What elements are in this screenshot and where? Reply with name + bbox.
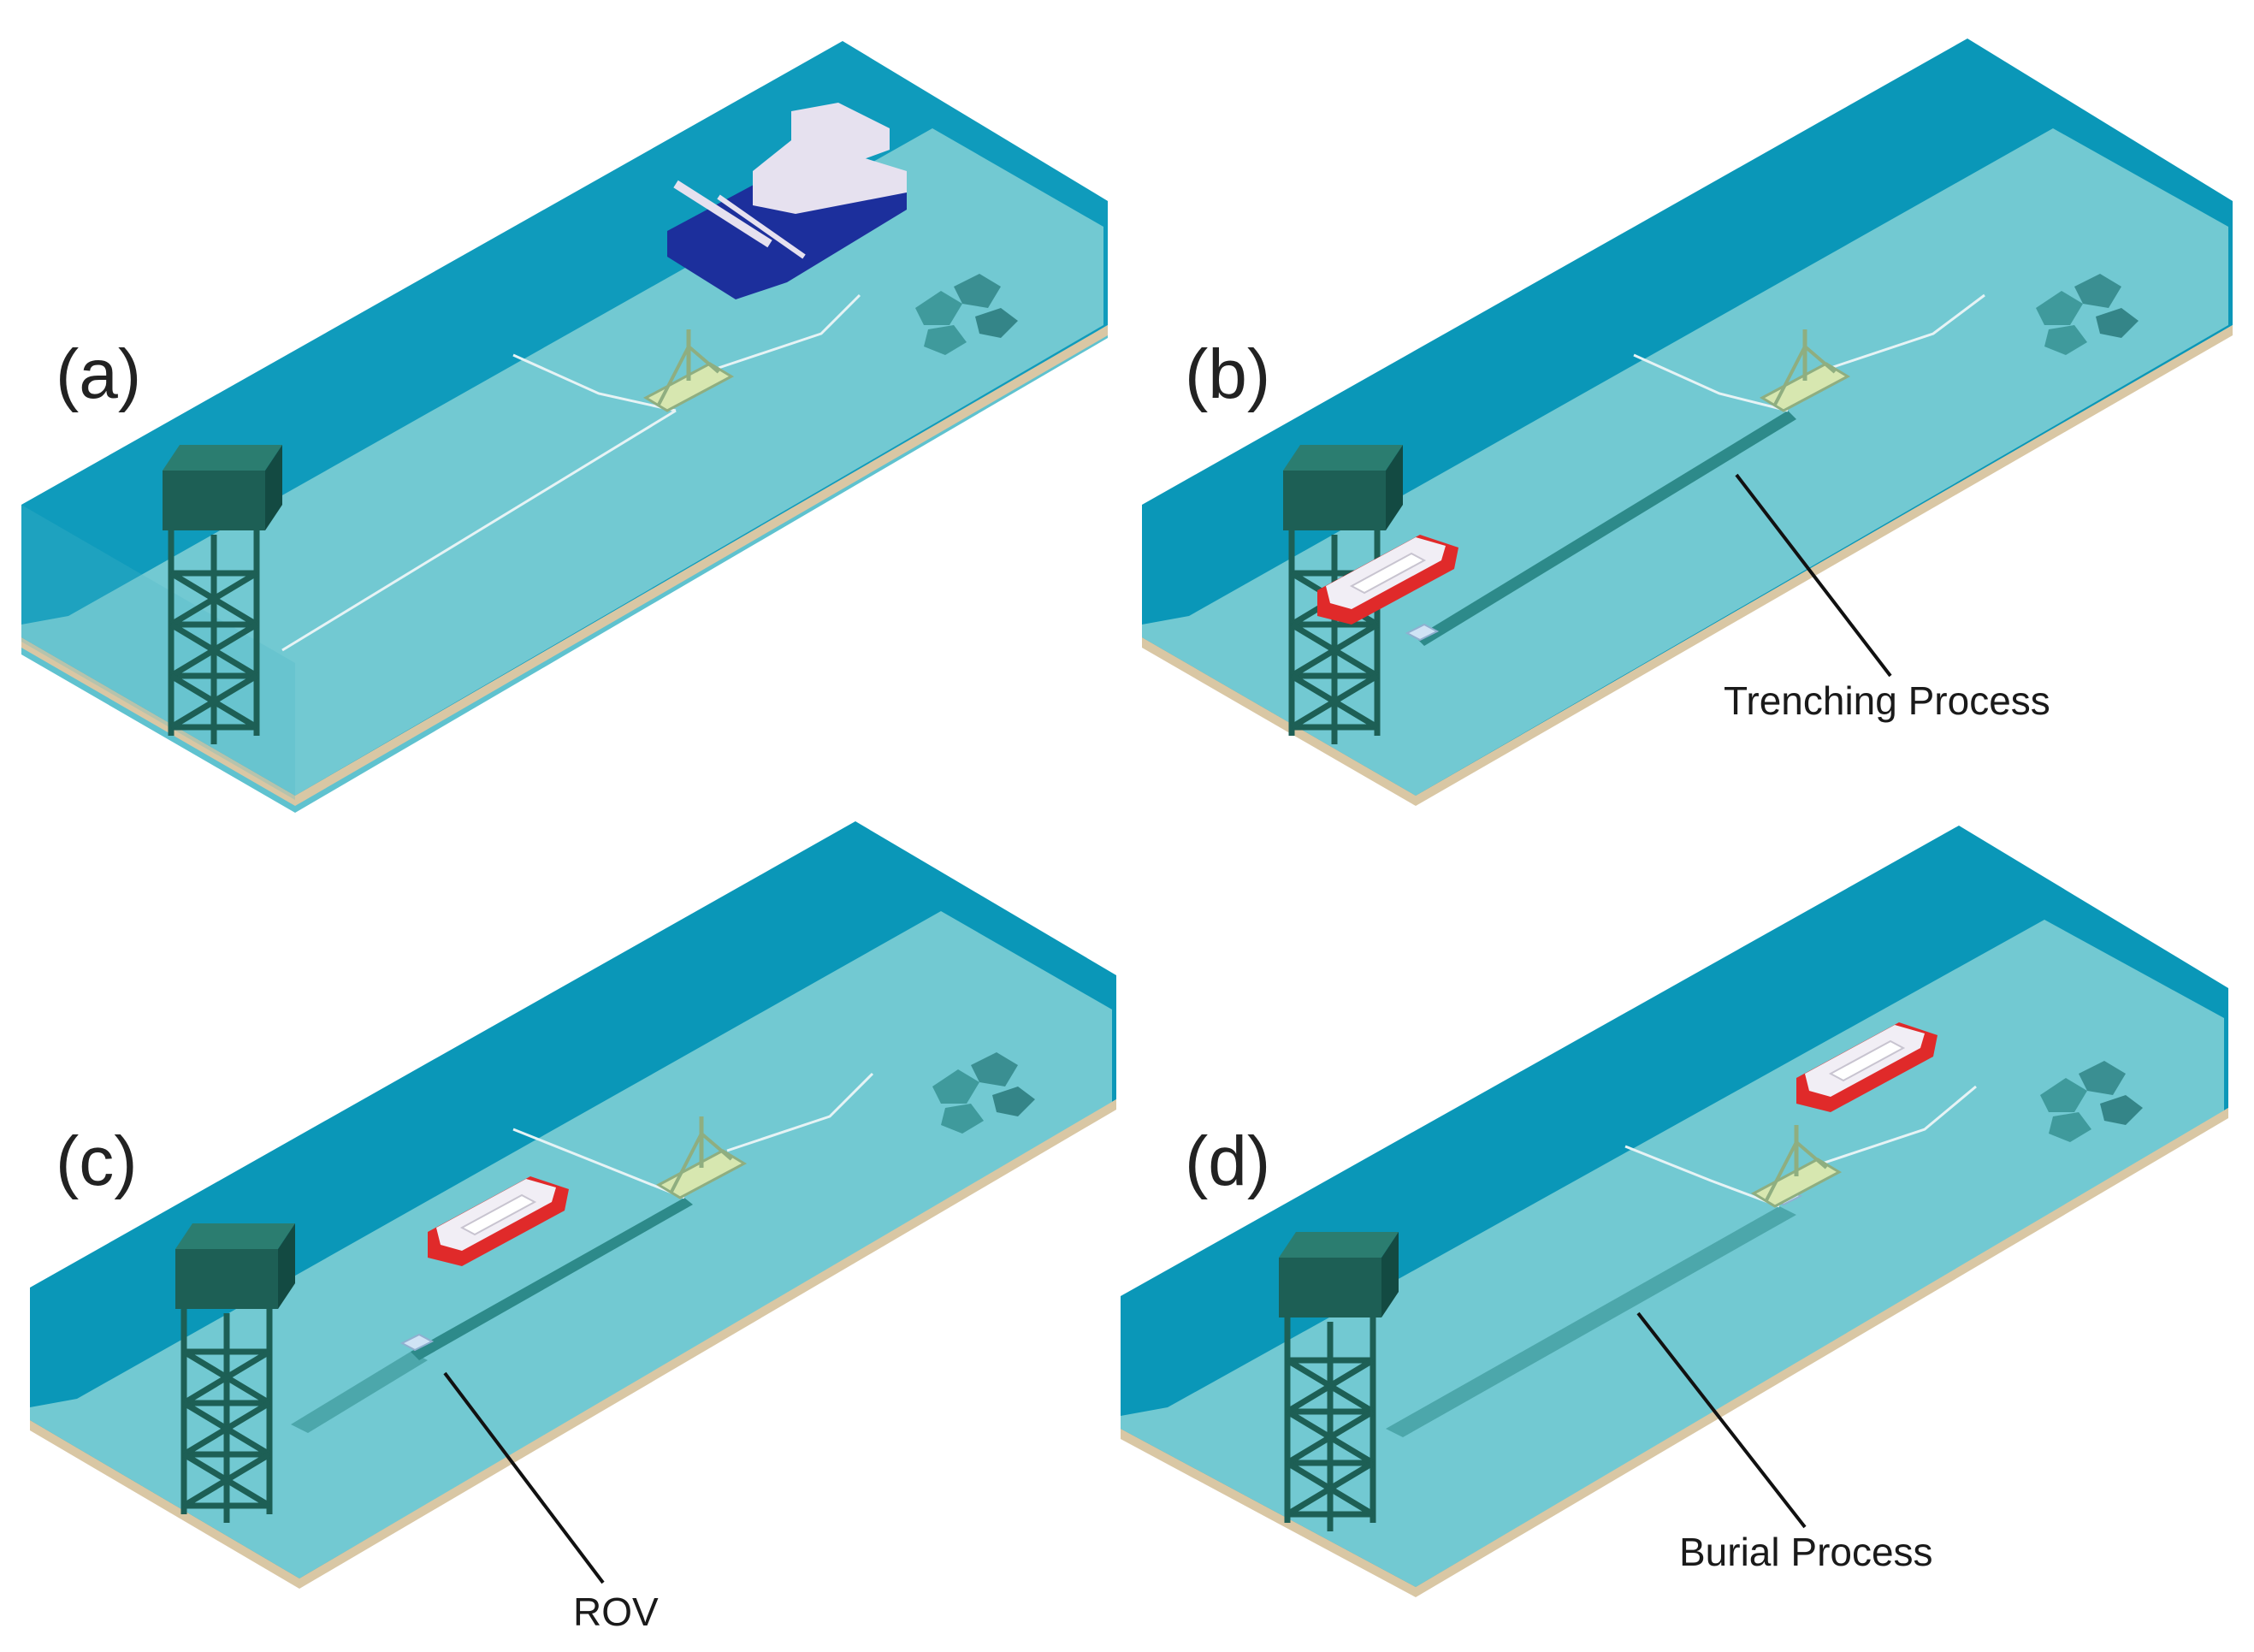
callout-trenching: Trenching Process bbox=[1724, 678, 2050, 723]
callout-leader-line bbox=[1636, 1312, 1807, 1529]
callout-burial: Burial Process bbox=[1679, 1530, 1933, 1574]
panel-label: (d) bbox=[1185, 1122, 1270, 1200]
callout-leader-line bbox=[443, 1371, 605, 1584]
panel-d: (d) Burial Process bbox=[1121, 826, 2228, 1597]
panel-a: (a) bbox=[21, 41, 1108, 813]
lay-barge-icon bbox=[667, 103, 907, 299]
panel-label: (b) bbox=[1185, 335, 1270, 413]
callout-rov: ROV bbox=[573, 1590, 659, 1634]
panel-c: (c) ROV bbox=[30, 821, 1116, 1634]
panel-b: (b) Trenching Process bbox=[1142, 38, 2233, 806]
callout-leader-line bbox=[1735, 473, 1892, 678]
panel-label: (a) bbox=[56, 335, 141, 413]
panel-label: (c) bbox=[56, 1122, 138, 1200]
